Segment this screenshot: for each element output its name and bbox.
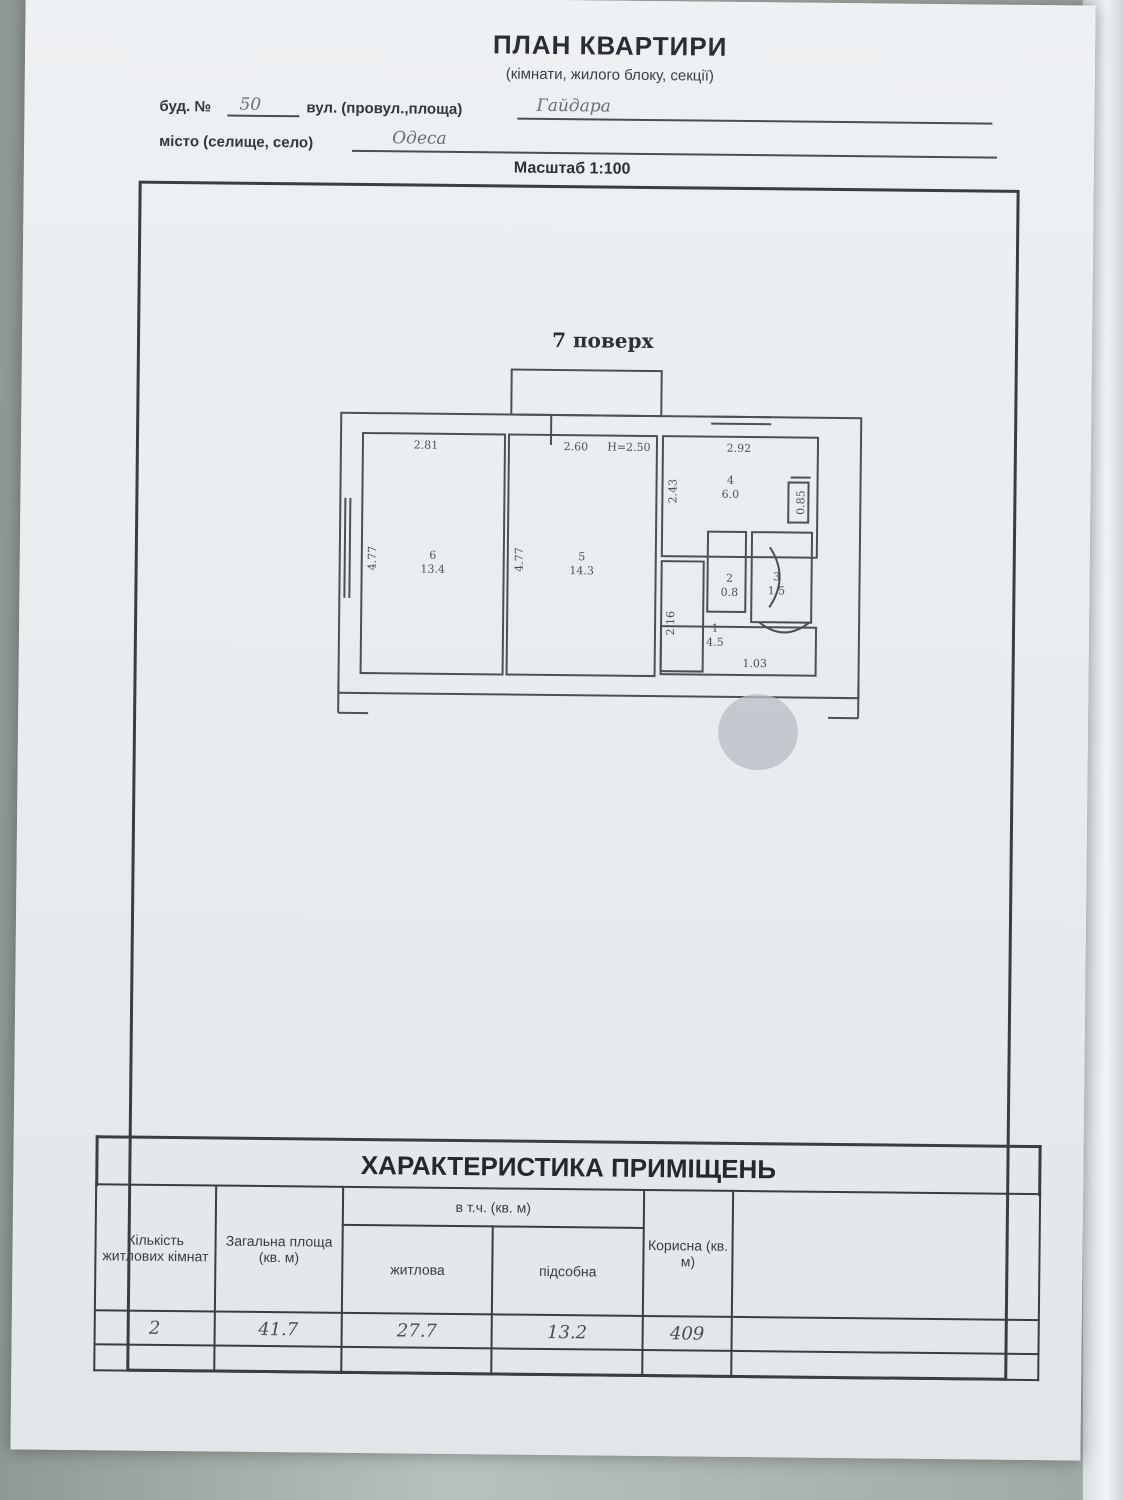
floor-plan: 2.81 6 13.4 4.77 2.60 H=2.50 5 14.3 4.77… bbox=[337, 368, 863, 771]
col-rooms-header: Кількість житлових кімнат bbox=[94, 1184, 217, 1312]
room3-number: 3 bbox=[773, 570, 780, 583]
cell-aux: 13.2 bbox=[491, 1314, 643, 1350]
cell-blank bbox=[731, 1350, 1039, 1381]
col-living-header: житлова bbox=[341, 1224, 494, 1315]
room4-width: 2.92 bbox=[727, 442, 752, 455]
hall-dimension: 1.03 bbox=[742, 657, 767, 670]
city-line bbox=[352, 149, 998, 159]
col-useful-header: Корисна (кв. м) bbox=[642, 1189, 734, 1317]
cell-empty bbox=[731, 1316, 1039, 1355]
room6-height: 4.77 bbox=[366, 546, 379, 571]
cell-total: 41.7 bbox=[214, 1311, 342, 1347]
room6-width: 2.81 bbox=[414, 439, 439, 452]
cell-blank bbox=[94, 1344, 215, 1372]
room5-area: 14.3 bbox=[569, 564, 594, 577]
room6-area: 13.4 bbox=[420, 563, 445, 576]
city-value: Одеса bbox=[392, 128, 447, 149]
blurred-stamp bbox=[717, 694, 798, 771]
room6-number: 6 bbox=[429, 549, 436, 562]
cell-living: 27.7 bbox=[341, 1312, 493, 1349]
room5-number: 5 bbox=[578, 550, 585, 563]
room4-height: 2.43 bbox=[666, 479, 679, 504]
street-line bbox=[517, 117, 993, 125]
room1-area: 4.5 bbox=[706, 636, 724, 649]
characteristics-table: Кількість житлових кімнат Загальна площа… bbox=[93, 1183, 1041, 1381]
col-group-header: в т.ч. (кв. м) bbox=[342, 1186, 644, 1228]
document-page: ПЛАН КВАРТИРИ (кімнати, жилого блоку, се… bbox=[10, 0, 1096, 1461]
cell-blank bbox=[214, 1345, 342, 1373]
col-empty-header bbox=[732, 1190, 1041, 1321]
cell-blank bbox=[491, 1348, 643, 1376]
ceiling-height: H=2.50 bbox=[607, 441, 650, 454]
scale-label: Масштаб 1:100 bbox=[513, 159, 631, 178]
document-title: ПЛАН КВАРТИРИ bbox=[492, 29, 728, 62]
kitchen-dimension: 0.85 bbox=[794, 490, 807, 515]
cell-blank bbox=[641, 1349, 732, 1377]
cell-useful: 409 bbox=[642, 1315, 733, 1351]
room5-width: 2.60 bbox=[564, 440, 589, 453]
room1-number: 1 bbox=[711, 622, 718, 635]
room2-area: 0.8 bbox=[721, 586, 739, 599]
col-total-header: Загальна площа (кв. м) bbox=[214, 1185, 344, 1313]
room4-area: 6.0 bbox=[722, 488, 740, 501]
document-subtitle: (кімнати, жилого блоку, секції) bbox=[505, 65, 714, 85]
room4-number: 4 bbox=[727, 474, 734, 487]
building-number: 50 bbox=[239, 94, 262, 115]
building-label: буд. № bbox=[159, 97, 212, 116]
building-line bbox=[227, 114, 300, 118]
cell-blank bbox=[341, 1346, 492, 1375]
floor-label: 7 поверх bbox=[551, 327, 654, 354]
room2-number: 2 bbox=[726, 572, 733, 585]
col-aux-header: підсобна bbox=[492, 1226, 644, 1316]
street-value: Гайдара bbox=[536, 95, 611, 117]
street-label: вул. (провул.,площа) bbox=[306, 99, 463, 119]
cell-rooms: 2 bbox=[94, 1310, 215, 1346]
city-label: місто (селище, село) bbox=[159, 132, 314, 152]
room3-area: 1.5 bbox=[768, 584, 786, 597]
room5-height: 4.77 bbox=[513, 547, 526, 572]
room1-height: 2.16 bbox=[664, 611, 677, 636]
